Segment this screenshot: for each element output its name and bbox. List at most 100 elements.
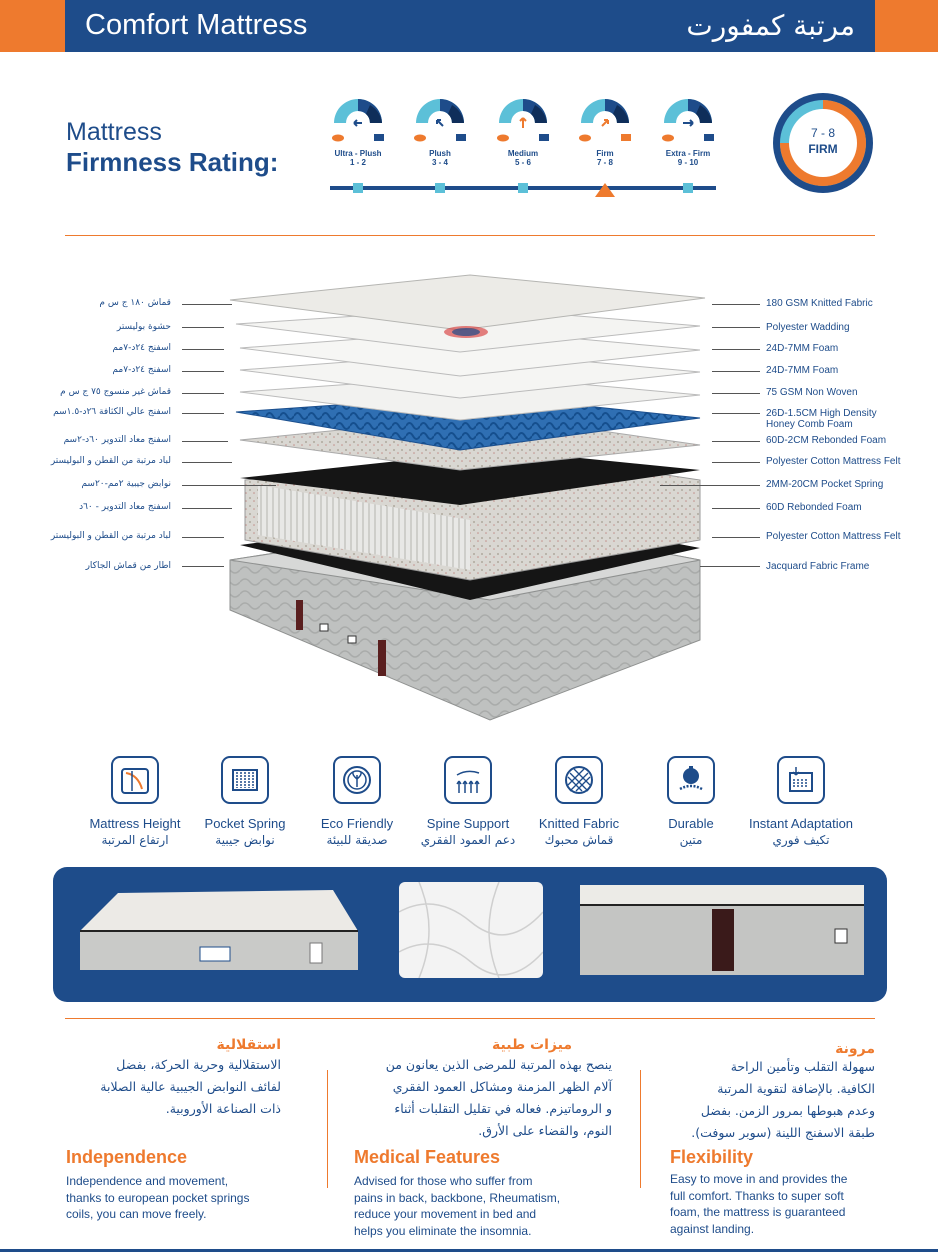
medical-title-en: Medical Features [354, 1147, 501, 1167]
independence-body-ar: الاستقلالية وحرية الحركة، بفضل لفائف الن… [51, 1054, 281, 1120]
leader-line [712, 462, 760, 463]
text-line: Easy to move in and provides the [670, 1172, 848, 1186]
layer-label-ar: قماش ١٨٠ ج س م [99, 298, 171, 308]
leader-line [712, 393, 760, 394]
fabric-closeup-photo [399, 882, 543, 978]
text-line: thanks to european pocket springs [66, 1190, 250, 1205]
flexibility-body-ar: سهولة التقلب وتأمين الراحة الكافية. بالإ… [645, 1056, 875, 1144]
gauge-up-arrow-icon [497, 99, 549, 142]
scale-marker [683, 183, 693, 193]
text-line: طبقة الاسفنج اللينة (سوبر سوفت). [691, 1125, 875, 1140]
layer-label-en-line2: Honey Comb Foam [766, 419, 853, 430]
layer-label-ar: نوابض جيبية ٢مم-٢٠سم [81, 479, 171, 489]
feature-pocket-spring: Pocket Spring نوابض جيبية [180, 756, 310, 847]
layer-label-ar: حشوة بوليستر [116, 322, 171, 332]
text-line: و الروماتيزم. فعاله في تقليل التقلبات أث… [394, 1101, 612, 1116]
layer-label-ar: قماش غير منسوج ٧٥ ج س م [60, 387, 171, 397]
layer-label-ar: اسفنج ٢٤د-٧مم [112, 365, 171, 375]
leader-line [182, 349, 224, 350]
feature-label-ar: دعم العمود الفقري [420, 833, 516, 847]
medical-body-ar: ينصح بهذه المرتبة للمرضى الذين يعانون من… [342, 1054, 612, 1142]
leader-line [182, 371, 224, 372]
leader-line [712, 349, 760, 350]
scale-marker [435, 183, 445, 193]
flexibility-title-ar: مرونة [835, 1041, 875, 1057]
independence-title-en: Independence [66, 1147, 188, 1167]
leader-line [182, 304, 232, 305]
column-divider [640, 1070, 641, 1188]
layer-label-en: 2MM-20CM Pocket Spring [766, 479, 884, 490]
leader-line [182, 413, 224, 414]
layer-label-en: 180 GSM Knitted Fabric [766, 298, 873, 309]
layer-label-en: Polyester Wadding [766, 322, 850, 333]
layer-label-en: Polyester Cotton Mattress Felt [766, 456, 901, 467]
feature-label-en: Mattress Height [89, 816, 181, 831]
leader-line [182, 441, 228, 442]
feature-label-en: Instant Adaptation [748, 816, 854, 831]
title-english: Comfort Mattress [85, 9, 308, 41]
layer-label-en: 24D-7MM Foam [766, 365, 839, 376]
firmness-badge-value: 7 - 8 [810, 126, 835, 140]
knitted-fabric-icon [555, 756, 603, 804]
layer-label-ar: لباد مرتبة من القطن و البوليستر [50, 531, 171, 541]
firmness-badge-label: FIRM [808, 142, 838, 156]
leader-line [712, 304, 760, 305]
text-line: وعدم هبوطها بمرور الزمن. بفضل [700, 1103, 875, 1118]
leader-line [182, 508, 232, 509]
feature-durable: Durable متين [626, 756, 756, 847]
leader-line [182, 462, 232, 463]
layer-label-ar: اسفنج معاد التدوير ٦٠د-٢سم [63, 435, 171, 445]
text-line: helps you eliminate the insomnia. [354, 1223, 532, 1238]
independence-body-en: Independence and movement, thanks to eur… [66, 1173, 249, 1223]
gauge-left-arrow-icon [332, 99, 384, 142]
footer-rule [0, 1249, 938, 1252]
leader-line [712, 327, 760, 328]
scale-range: 3 - 4 [431, 158, 448, 167]
text-line: الكافية. بالإضافة لتقوية المرتبة [717, 1081, 875, 1096]
feature-label-en: Knitted Fabric [538, 816, 620, 831]
medical-body-en: Advised for those who suffer from pains … [354, 1173, 560, 1239]
text-line: against landing. [670, 1221, 755, 1236]
leader-line [712, 441, 760, 442]
header-bar [65, 0, 875, 52]
text-line: آلام الظهر المزمنة ومشاكل العمود الفقري [392, 1079, 612, 1094]
header-accent-right [875, 0, 938, 52]
feature-spine-support: Spine Support دعم العمود الفقري [403, 756, 533, 847]
scale-name: Firm [596, 149, 614, 158]
text-line: ينصح بهذه المرتبة للمرضى الذين يعانون من [385, 1057, 612, 1072]
feature-label-en: Pocket Spring [204, 816, 286, 831]
flexibility-title-en: Flexibility [670, 1147, 754, 1167]
feature-label-ar: تكيف فوري [772, 833, 830, 847]
instant-adaptation-icon [777, 756, 825, 804]
firmness-badge-ring [773, 93, 873, 193]
gauge-up-left-arrow-icon [414, 99, 466, 142]
scale-name: Extra - Firm [665, 149, 711, 158]
feature-instant-adaptation: Instant Adaptation تكيف فوري [736, 756, 866, 847]
scale-name: Medium [507, 149, 539, 158]
feature-label-ar: قماش محبوك [544, 833, 614, 847]
section-divider [65, 1018, 875, 1019]
text-line: الاستقلالية وحرية الحركة، بفضل [116, 1057, 281, 1072]
spine-support-icon [444, 756, 492, 804]
eco-friendly-icon [333, 756, 381, 804]
mattress-layers-illustration [229, 274, 706, 721]
gauge-right-arrow-icon [662, 99, 714, 142]
header-accent-left [0, 0, 65, 52]
leader-line [182, 393, 224, 394]
leader-line [700, 566, 760, 567]
layer-label-en: Jacquard Fabric Frame [766, 561, 870, 572]
firmness-title-line1: Mattress [66, 118, 162, 146]
gauge-up-right-arrow-icon [579, 99, 631, 142]
layer-label-en: 60D-2CM Rebonded Foam [766, 435, 887, 446]
leader-line [182, 537, 224, 538]
feature-label-en: Spine Support [426, 816, 510, 831]
flexibility-body-en: Easy to move in and provides the full co… [670, 1171, 847, 1237]
feature-label-ar: متين [679, 833, 703, 847]
durable-icon [667, 756, 715, 804]
mattress-height-icon [111, 756, 159, 804]
layer-label-en: 75 GSM Non Woven [766, 387, 858, 398]
